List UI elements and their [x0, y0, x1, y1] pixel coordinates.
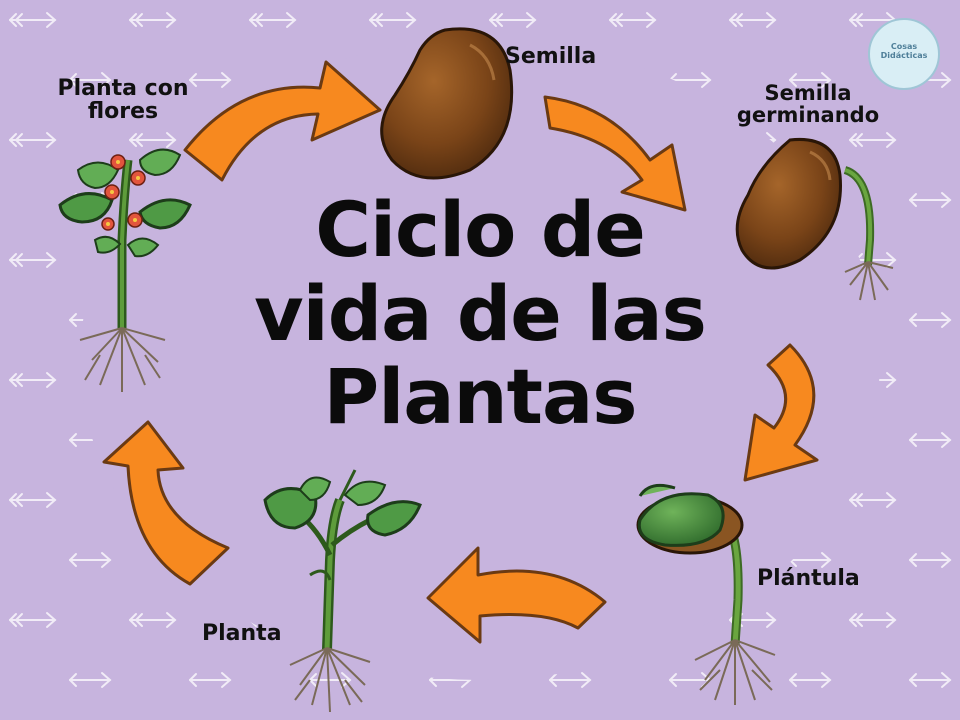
label-seedling: Plántula: [757, 566, 860, 591]
diagram-title: Ciclo de vida de las Plantas: [200, 188, 760, 439]
label-germinating-line-1: Semilla: [764, 81, 852, 105]
arrow-seedling-to-plant: [426, 546, 607, 644]
arrow-plant-to-flowering: [102, 420, 230, 586]
arrow-seed-to-germinating: [543, 95, 687, 212]
label-flowering-line-1: Planta con: [57, 76, 189, 101]
flowering-plant-illustration: [58, 148, 192, 392]
plant-illustration: [263, 469, 422, 713]
arrow-germinating-to-seedling: [743, 343, 819, 482]
title-line-1: Ciclo de: [315, 185, 646, 274]
title-line-2: vida de las: [254, 268, 707, 358]
arrow-flowering-to-seed: [183, 60, 382, 182]
label-flowering-plant: Planta con flores: [38, 77, 208, 123]
germinating-seed-illustration: [735, 137, 894, 301]
label-plant: Planta: [202, 621, 282, 646]
label-seed: Semilla: [505, 44, 597, 69]
seed-illustration: [380, 27, 514, 180]
seedling-illustration: [636, 483, 776, 705]
title-line-3: Plantas: [323, 352, 638, 442]
label-germinating-line-2: germinando: [736, 103, 880, 128]
logo-text: Cosas Didácticas: [880, 42, 928, 60]
label-flowering-line-2: flores: [87, 99, 159, 125]
brand-logo: Cosas Didácticas: [868, 18, 940, 90]
label-germinating-seed: Semilla germinando: [728, 82, 888, 126]
